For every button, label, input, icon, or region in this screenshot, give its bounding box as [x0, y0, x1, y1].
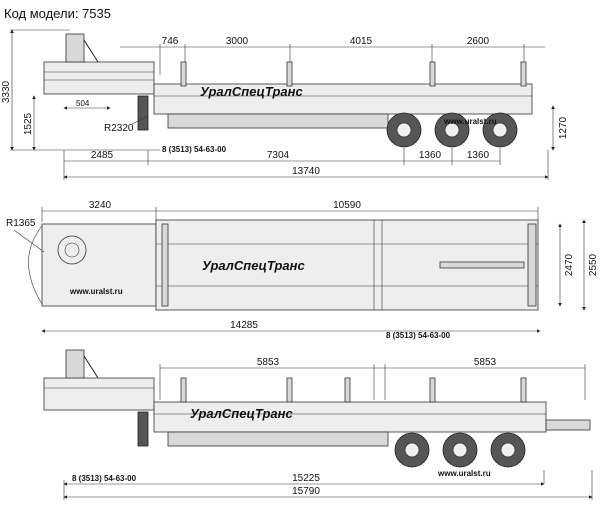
- leader: [13, 229, 45, 253]
- kingpin-offset: 504: [76, 99, 90, 108]
- wheel-hub: [404, 442, 420, 458]
- stake: [429, 61, 436, 87]
- rear-height-label: 1270: [558, 116, 569, 139]
- front-rack: [65, 33, 85, 63]
- stake: [520, 61, 527, 87]
- dim-1360-b: 1360: [467, 150, 490, 161]
- main-deck: [153, 83, 533, 115]
- spare-wheel: [57, 235, 87, 265]
- stake: [429, 377, 436, 403]
- side-view-extended: 5853 5853 УралСпецТранс www.uralst.ru 8 …: [43, 349, 593, 500]
- stake: [180, 61, 187, 87]
- landing-gear: [137, 95, 149, 131]
- brand-label-3: УралСпецТранс: [190, 406, 293, 421]
- brand-label-1: УралСпецТранс: [200, 84, 303, 99]
- frame-beam: [167, 113, 389, 129]
- dim-746: 746: [162, 36, 179, 47]
- dim-2485: 2485: [91, 150, 114, 161]
- gooseneck-box-3: [43, 377, 155, 411]
- brand-label-2: УралСпецТранс: [202, 258, 305, 273]
- stake: [286, 61, 293, 87]
- frame-beam-3: [167, 431, 389, 447]
- main-deck-3: [153, 401, 547, 433]
- phone-label-1: 8 (3513) 54-63-00: [162, 145, 227, 154]
- inner-length-label: 15225: [292, 473, 320, 484]
- deck-rear: [527, 223, 537, 307]
- plan-length-label: 14285: [230, 320, 258, 331]
- stake: [180, 377, 187, 403]
- url-label-1: www.uralst.ru: [443, 117, 497, 126]
- wheel-hub: [492, 122, 508, 138]
- wheel-hub: [500, 442, 516, 458]
- overall-length-label-3: 15790: [292, 486, 320, 497]
- stake: [344, 377, 351, 403]
- dim-7304: 7304: [267, 150, 290, 161]
- height-deck-label: 1525: [23, 112, 34, 135]
- gooseneck-plan: [41, 223, 157, 307]
- overall-length-label: 13740: [292, 166, 320, 177]
- height-total-label: 3330: [1, 80, 12, 103]
- wheel-hub: [444, 122, 460, 138]
- model-label: Код модели: 7535: [4, 6, 111, 21]
- stake: [520, 377, 527, 403]
- top-view: 3240 10590 R1365 УралСпецТранс www.urals…: [6, 200, 599, 340]
- swing-radius: R2320: [104, 123, 134, 134]
- dim-5853-a: 5853: [257, 357, 280, 368]
- side-view-top: 3330 1525 746 3000 4015 2600 504 R2320: [1, 29, 569, 180]
- stake: [286, 377, 293, 403]
- dim-2600: 2600: [467, 36, 490, 47]
- swing-arc: [28, 225, 43, 305]
- phone-label-2: 8 (3513) 54-63-00: [386, 331, 451, 340]
- dim-1360-a: 1360: [419, 150, 442, 161]
- dim-3000: 3000: [226, 36, 249, 47]
- phone-label-3: 8 (3513) 54-63-00: [72, 474, 137, 483]
- dim-4015: 4015: [350, 36, 373, 47]
- leader: [131, 115, 149, 125]
- spare-wheel-hub: [64, 242, 80, 258]
- rear-extension: [545, 419, 591, 431]
- rack-brace: [83, 39, 99, 63]
- deck-bar: [439, 261, 525, 269]
- gooseneck-box: [43, 61, 155, 95]
- url-label-3: www.uralst.ru: [437, 469, 491, 478]
- dim-10590: 10590: [333, 200, 361, 211]
- deck-crossbar: [161, 223, 169, 307]
- wheel-hub: [396, 122, 412, 138]
- dim-3240: 3240: [89, 200, 112, 211]
- rack-brace: [83, 355, 99, 379]
- width-inner-label: 2470: [564, 253, 575, 276]
- wheel-hub: [452, 442, 468, 458]
- url-label-2: www.uralst.ru: [69, 287, 123, 296]
- dim-5853-b: 5853: [474, 357, 497, 368]
- landing-gear-3: [137, 411, 149, 447]
- width-outer-label: 2550: [588, 253, 599, 276]
- front-rack-3: [65, 349, 85, 379]
- radius-label: R1365: [6, 218, 36, 229]
